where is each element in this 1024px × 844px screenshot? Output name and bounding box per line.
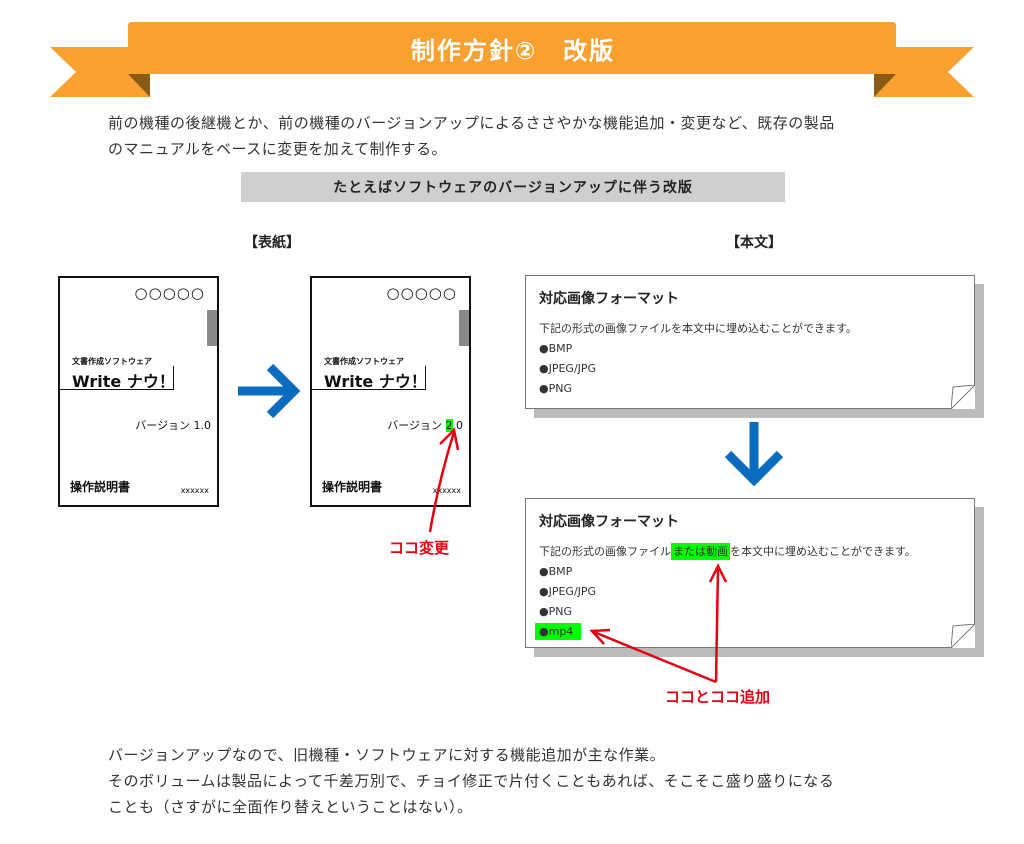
red-arrows-body-icon (589, 563, 728, 684)
cover-brand-box (312, 366, 426, 390)
page-fold-icon (951, 385, 975, 409)
version-number: 1.0 (193, 419, 212, 432)
intro-line-2: のマニュアルをベースに変更を加えて制作する。 (108, 140, 448, 158)
footer-text: バージョンアップなので、旧機種・ソフトウェアに対する機能追加が主な作業。 そのボ… (108, 742, 958, 820)
ribbon-right-fold (874, 74, 896, 97)
desc-highlight: または動画 (671, 543, 730, 560)
footer-line-1: バージョンアップなので、旧機種・ソフトウェアに対する機能追加が主な作業。 (108, 746, 666, 764)
doc-item: ●PNG (539, 605, 572, 618)
intro-line-1: 前の機種の後継機とか、前の機種のバージョンアップによるささやかな機能追加・変更な… (108, 114, 835, 132)
cover-brand-main: Write ナウ！ (72, 372, 175, 391)
page-fold-icon (951, 624, 975, 648)
version-prefix: バージョン (387, 419, 446, 432)
version-highlight: 2 (445, 419, 453, 432)
cover-version: バージョン 2.0 (387, 417, 463, 433)
doc-item-added: ●mp4 (535, 623, 582, 640)
doc-after: 対応画像フォーマット 下記の形式の画像ファイルまたは動画を本文中に埋め込むことが… (525, 498, 975, 648)
doc-description: 下記の形式の画像ファイルを本文中に埋め込むことができます。 (539, 322, 857, 335)
cover-version: バージョン 1.0 (135, 417, 211, 433)
cover-before: ○○○○○ 文書作成ソフトウェア Write ナウ！ バージョン 1.0 操作説… (58, 276, 219, 507)
cover-circles: ○○○○○ (134, 284, 205, 302)
intro-text: 前の機種の後継機とか、前の機種のバージョンアップによるささやかな機能追加・変更な… (108, 110, 948, 162)
cover-brand-main: Write ナウ！ (324, 372, 427, 391)
doc-item: ●JPEG/JPG (539, 585, 597, 598)
cover-code: xxxxxx (180, 486, 209, 495)
doc-title: 対応画像フォーマット (539, 514, 679, 530)
banner-title: 制作方針② 改版 (410, 36, 616, 65)
cover-brand-sub: 文書作成ソフトウェア (324, 357, 404, 366)
ribbon-main (128, 22, 896, 74)
red-arrow-cover-icon (428, 427, 460, 533)
doc-item: ●BMP (539, 342, 573, 355)
doc-item: ●PNG (539, 382, 572, 395)
cover-circles: ○○○○○ (386, 284, 457, 302)
doc-item: ●JPEG/JPG (539, 362, 597, 375)
cover-brand-sub: 文書作成ソフトウェア (72, 357, 152, 366)
desc-pre: 下記の形式の画像ファイル (539, 545, 671, 558)
callout-cover-change: ココ変更 (389, 539, 450, 557)
cover-brand-box (60, 366, 174, 390)
callout-body-add: ココとココ追加 (665, 688, 771, 706)
cover-tab (207, 310, 217, 346)
cover-tab (459, 310, 469, 346)
cover-code: xxxxxx (432, 486, 461, 495)
doc-item: ●BMP (539, 565, 573, 578)
ribbon-right-tail (874, 47, 974, 97)
footer-line-2: そのボリュームは製品によって千差万別で、チョイ修正で片付くこともあれば、そこそこ… (108, 772, 835, 790)
arrow-down-icon (724, 422, 784, 487)
doc-title: 対応画像フォーマット (539, 291, 679, 307)
desc-post: を本文中に埋め込むことができます。 (730, 545, 916, 558)
version-prefix: バージョン (135, 419, 194, 432)
footer-line-3: ことも（さすがに全面作り替えということはない）。 (108, 798, 473, 816)
doc-before: 対応画像フォーマット 下記の形式の画像ファイルを本文中に埋め込むことができます。… (525, 275, 975, 409)
label-cover: 【表紙】 (244, 235, 300, 251)
label-body: 【本文】 (726, 235, 782, 251)
arrow-right-icon (238, 363, 301, 419)
subhead-bar: たとえばソフトウェアのバージョンアップに伴う改版 (241, 172, 785, 202)
ribbon-banner (50, 22, 974, 97)
ribbon-left-tail (50, 47, 150, 97)
version-rest: .0 (452, 419, 464, 432)
ribbon-left-fold (128, 74, 150, 97)
cover-manual-title: 操作説明書 (322, 480, 383, 494)
doc-description: 下記の形式の画像ファイルまたは動画を本文中に埋め込むことができます。 (539, 543, 916, 560)
cover-manual-title: 操作説明書 (70, 480, 131, 494)
